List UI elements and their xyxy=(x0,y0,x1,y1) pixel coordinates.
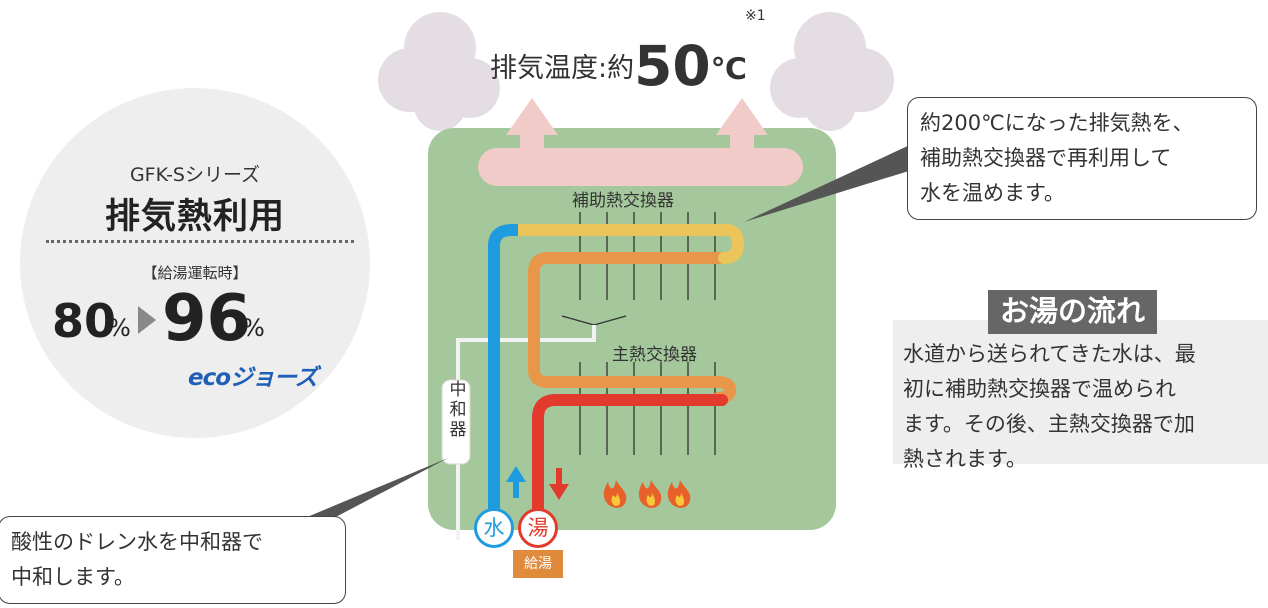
water-up-arrow-icon xyxy=(506,466,526,498)
drain-funnel xyxy=(561,315,627,326)
exhaust-arrow-left-icon xyxy=(506,98,558,168)
steam-cloud-left-icon xyxy=(378,12,500,131)
efficiency-after-unit: % xyxy=(242,314,265,342)
exhaust-temperature: 排気温度:約50℃ xyxy=(490,34,747,98)
callout-pointer-right xyxy=(744,144,912,222)
feature-heading: 排気熱利用 xyxy=(104,197,285,237)
callout-pointer-left xyxy=(300,458,448,520)
exhaust-band xyxy=(478,148,803,186)
aux-exchanger-label: 補助熱交換器 xyxy=(572,191,674,211)
exhaust-value: 50 xyxy=(634,34,711,98)
callout-line: 水を温めます。 xyxy=(920,181,1065,205)
aux-pipe xyxy=(510,224,745,264)
flow-line: ます。その後、主熱交換器で加 xyxy=(903,412,1195,436)
efficiency-before-unit: % xyxy=(108,314,131,342)
flow-line: 水道から送られてきた水は、最 xyxy=(903,342,1196,366)
footnote-mark: ※1 xyxy=(745,8,766,24)
eco-jozu-logo: ecoジョーズ xyxy=(188,365,318,391)
flow-line: 初に補助熱交換器で温められ xyxy=(903,377,1176,401)
dotted-divider xyxy=(46,240,354,243)
efficiency-after: 96 xyxy=(162,282,252,356)
triangle-arrow-icon xyxy=(138,306,156,334)
efficiency-row: 80 % 96 % xyxy=(52,282,352,362)
mid-pipe xyxy=(528,252,737,404)
operation-mode: 【給湯運転時】 xyxy=(142,264,248,282)
exhaust-heat-callout: 約200℃になった排気熱を、 補助熱交換器で再利用して 水を温めます。 xyxy=(907,97,1257,220)
exhaust-unit: ℃ xyxy=(710,52,747,87)
hot-down-arrow-icon xyxy=(549,468,569,500)
hot-water-pipe xyxy=(532,394,728,521)
water-badge: 水 xyxy=(474,508,514,548)
neutralizer-label: 中和器 xyxy=(449,380,467,440)
drain-callout: 酸性のドレン水を中和器で 中和します。 xyxy=(0,516,346,604)
exhaust-arrow-right-icon xyxy=(716,98,768,168)
supply-tag: 給湯 xyxy=(513,550,563,578)
main-exchanger-label: 主熱交換器 xyxy=(612,345,697,365)
cold-water-pipe xyxy=(488,224,518,515)
flow-explanation-box xyxy=(893,320,1268,464)
callout-line: 約200℃になった排気熱を、 xyxy=(920,111,1194,135)
flow-line: 熱されます。 xyxy=(903,447,1027,471)
burner-flame-icon xyxy=(603,480,691,508)
flow-title: お湯の流れ xyxy=(988,290,1158,334)
exhaust-label: 排気温度:約 xyxy=(490,53,635,84)
summary-circle xyxy=(20,88,370,438)
series-name: GFK-Sシリーズ xyxy=(129,164,261,186)
neutralizer xyxy=(441,379,471,465)
flow-text: 水道から送られてきた水は、最 初に補助熱交換器で温められ ます。その後、主熱交換… xyxy=(903,337,1263,477)
steam-cloud-right-icon xyxy=(770,12,894,131)
efficiency-before: 80 xyxy=(52,294,117,348)
callout-line: 補助熱交換器で再利用して xyxy=(920,146,1172,170)
callout-line: 酸性のドレン水を中和器で xyxy=(11,530,263,554)
hot-badge: 湯 xyxy=(518,508,558,548)
callout-line: 中和します。 xyxy=(11,565,135,589)
